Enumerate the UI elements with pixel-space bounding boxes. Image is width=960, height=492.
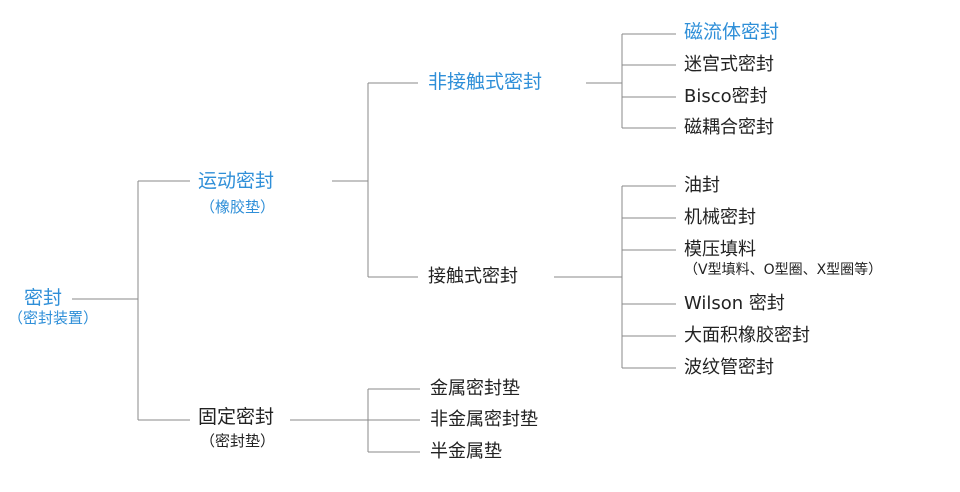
leaf-item: 波纹管密封 [684, 357, 774, 378]
leaf-item: 磁耦合密封 [684, 117, 774, 138]
leaf-item-note: （V型填料、O型圈、X型圈等） [684, 262, 883, 278]
leaf-item: 大面积橡胶密封 [684, 325, 810, 346]
leaf-item: Bisco密封 [684, 86, 768, 107]
static-seal-label: 固定密封 [198, 406, 275, 428]
leaf-item: 半金属垫 [430, 441, 502, 462]
static-seal-sublabel: （密封垫） [200, 432, 276, 450]
motion-seal-sublabel: （橡胶垫） [200, 198, 276, 216]
leaf-item: 机械密封 [684, 207, 756, 228]
noncontact-seal-label: 非接触式密封 [428, 71, 543, 93]
leaf-item: Wilson 密封 [684, 293, 785, 314]
root-node-label: 密封 [24, 287, 63, 309]
leaf-item: 金属密封垫 [430, 378, 520, 399]
leaf-item: 油封 [684, 175, 720, 196]
contact-seal-label: 接触式密封 [428, 266, 518, 287]
leaf-item: 磁流体密封 [684, 21, 780, 43]
leaf-item: 模压填料 [684, 239, 756, 260]
motion-seal-label: 运动密封 [198, 170, 275, 192]
leaf-item: 迷宫式密封 [684, 54, 774, 75]
leaf-item: 非金属密封垫 [430, 409, 538, 430]
root-node-sublabel: （密封装置） [8, 309, 99, 327]
